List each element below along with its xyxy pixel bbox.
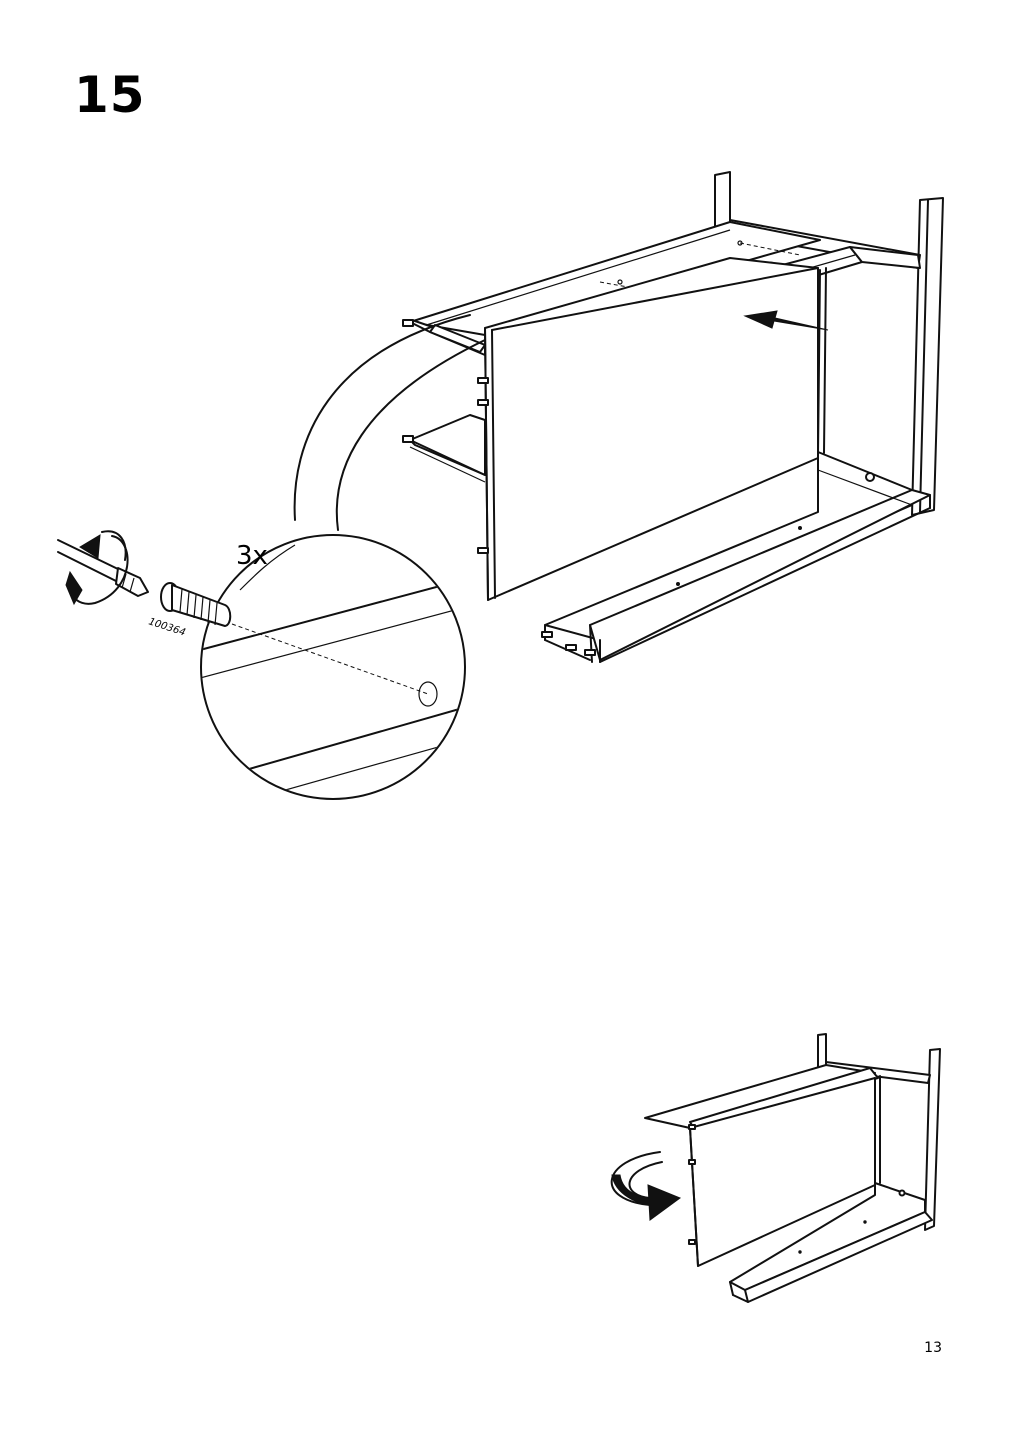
dowels (402, 319, 489, 554)
rotate-arrow-icon (65, 530, 129, 606)
quantity-label: 3x (236, 541, 268, 571)
page-number: 13 (924, 1340, 942, 1356)
flip-frame-illustration (644, 1033, 941, 1303)
main-frame-illustration (402, 171, 944, 663)
part-number-label: 100364 (147, 616, 187, 638)
step-number: 15 (74, 66, 146, 124)
flip-arrow-icon (610, 1151, 682, 1221)
push-arrow-icon (743, 310, 829, 331)
screw-icon (160, 582, 232, 627)
